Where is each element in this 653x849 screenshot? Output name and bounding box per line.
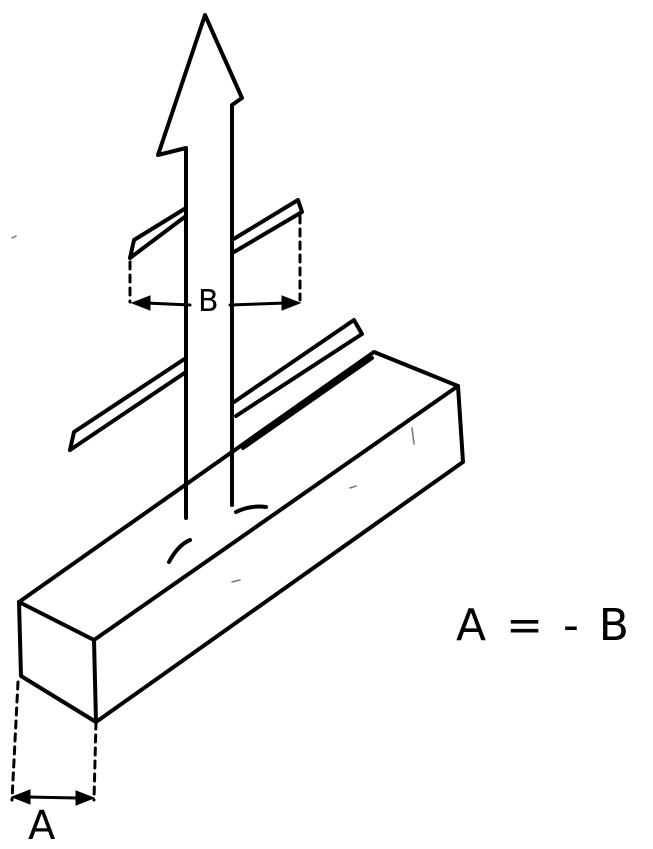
relation-label: A = - B [456,600,632,651]
vector-arrow [156,13,268,564]
dimension-a-left-arrowhead [10,789,31,805]
dimension-b-right-arrowhead [281,295,302,311]
dimension-b-left-arrowhead [130,295,151,311]
block-outline [17,350,465,724]
dimension-b-label: B [198,284,219,319]
dimension-a [10,680,98,806]
upper-plate [128,198,304,260]
lower-plate [68,318,374,452]
paper-specks [11,235,415,583]
dimension-b [128,214,302,311]
dimension-a-label: A [28,803,56,849]
dimension-a-right-arrowhead [75,790,96,806]
